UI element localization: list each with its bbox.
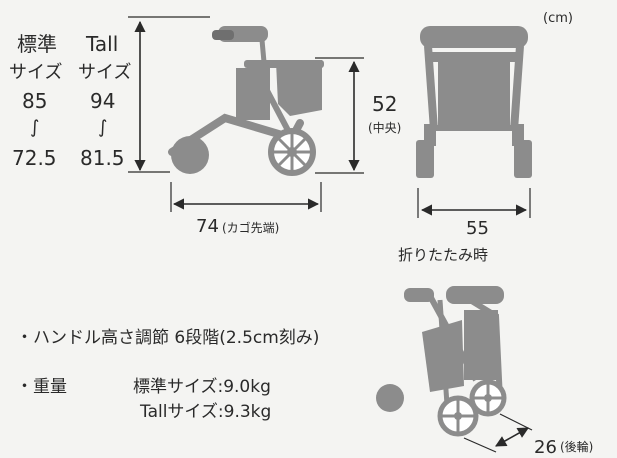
- walker-folded-view: [376, 286, 507, 437]
- height-max-tall: 94: [90, 89, 116, 113]
- seat-height-note: (中央): [368, 121, 402, 135]
- height-header-tall: Tall: [86, 32, 119, 56]
- width-value: 55: [466, 218, 489, 239]
- height-min-standard: 72.5: [12, 146, 57, 170]
- seat-height-value: 52: [372, 92, 398, 116]
- folded-width-note: (後輪): [560, 440, 594, 454]
- weight-standard-spec: 標準サイズ:9.0kg: [133, 377, 271, 397]
- height-size-tall: サイズ: [78, 62, 132, 83]
- height-max-standard: 85: [22, 89, 48, 113]
- unit-label: (cm): [543, 11, 573, 26]
- height-min-tall: 81.5: [80, 146, 125, 170]
- folded-width-value: 26: [534, 437, 557, 458]
- height-header-standard: 標準: [17, 32, 57, 56]
- height-range-tilde-tall: ∫: [98, 117, 108, 138]
- folded-width-dimension-line: [495, 427, 529, 447]
- height-range-tilde-standard: ∫: [30, 117, 40, 138]
- length-value: 74: [196, 216, 219, 237]
- folded-caption: 折りたたみ時: [398, 246, 489, 264]
- weight-tall-spec: Tallサイズ:9.3kg: [140, 402, 272, 422]
- walker-front-view: [416, 26, 532, 178]
- height-size-standard: サイズ: [9, 62, 63, 83]
- handle-adjustment-spec: ・ハンドル高さ調節 6段階(2.5cm刻み): [16, 328, 320, 348]
- weight-label: ・重量: [16, 377, 67, 397]
- walker-side-view: [168, 26, 324, 176]
- length-note: (カゴ先端): [222, 221, 280, 235]
